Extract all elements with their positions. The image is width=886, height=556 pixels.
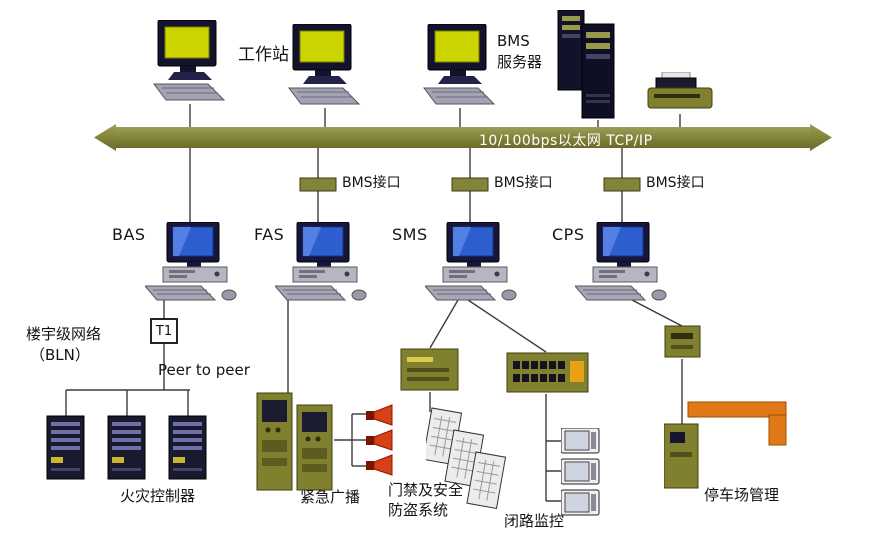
broadcast-label: 紧急广播 (300, 488, 361, 506)
horn-speaker-icon (366, 404, 394, 426)
workstation-icon (150, 20, 230, 104)
cctv-label: 闭路监控 (504, 512, 565, 530)
bln-label-line2: （BLN） (30, 346, 90, 364)
desktop-pc-icon (425, 222, 521, 304)
bms-interface-badge (299, 177, 641, 192)
system-label-bas: BAS (112, 225, 146, 244)
controller-cabinet-icon (107, 415, 147, 481)
parking-label: 停车场管理 (704, 486, 780, 504)
system-label-sms: SMS (392, 225, 428, 244)
desktop-pc-icon (575, 222, 671, 304)
printer-icon (646, 72, 716, 114)
bms-interface-label: BMS接口 (646, 175, 705, 191)
parking-barrier-icon (664, 396, 790, 496)
bms-interface-label: BMS接口 (494, 175, 553, 191)
server-label-line1: BMS (497, 32, 530, 50)
bln-label-line1: 楼宇级网络 (26, 325, 102, 343)
workstation-icon (420, 24, 500, 108)
system-label-cps: CPS (552, 225, 585, 244)
broadcast-cabinet-icon (256, 392, 294, 492)
horn-speaker-icon (366, 454, 394, 476)
server-icon (552, 10, 624, 122)
workstation-icon (285, 24, 365, 108)
horn-speaker-icon (366, 429, 394, 451)
bms-interface-label: BMS接口 (342, 175, 401, 191)
t1-node: T1 (150, 318, 178, 344)
bus-label: 10/100bps以太网 TCP/IP (479, 133, 653, 149)
junction-box-icon (664, 325, 702, 359)
server-label-line2: 服务器 (497, 53, 543, 71)
desktop-pc-icon (275, 222, 371, 304)
fire-controller-label: 火灾控制器 (120, 487, 196, 505)
access-label-line1: 门禁及安全 (388, 481, 464, 499)
dvr-panel-icon (400, 348, 460, 392)
access-label-line2: 防盗系统 (388, 501, 449, 519)
workstation-label: 工作站 (238, 45, 289, 65)
peer-to-peer-label: Peer to peer (158, 361, 250, 379)
system-label-fas: FAS (254, 225, 285, 244)
controller-cabinet-icon (46, 415, 86, 481)
desktop-pc-icon (145, 222, 241, 304)
control-console-icon (506, 352, 590, 394)
broadcast-cabinet-icon (296, 404, 334, 492)
cctv-monitor-icon (561, 428, 613, 520)
controller-cabinet-icon (168, 415, 208, 481)
ethernet-bus-arrow (94, 124, 832, 151)
